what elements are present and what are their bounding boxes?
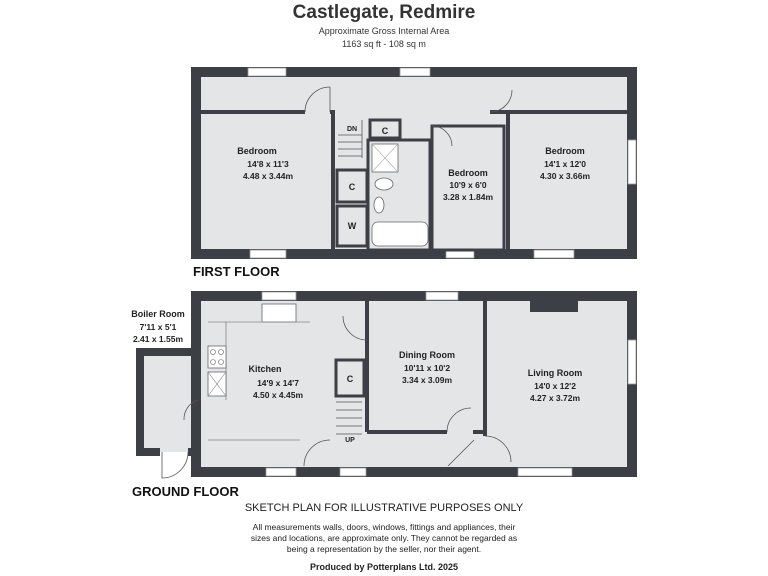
stairs-up-label: UP bbox=[345, 437, 355, 444]
first-floor-stairs bbox=[338, 120, 363, 158]
first-cupboard-label: C bbox=[349, 182, 356, 192]
living-metric: 4.27 x 3.72m bbox=[530, 393, 581, 403]
bedroom1-dims: 14'8 x 11'3 bbox=[247, 159, 289, 169]
boiler-room-door bbox=[161, 451, 189, 479]
disclaimer-line-2: sizes and locations, are approximate onl… bbox=[250, 533, 518, 543]
wardrobe-label: W bbox=[348, 221, 357, 231]
kitchen-dims: 14'9 x 14'7 bbox=[257, 378, 299, 388]
hob bbox=[207, 345, 227, 369]
bathroom-walls bbox=[366, 138, 432, 252]
hall-window bbox=[339, 467, 367, 477]
bedroom3-metric: 4.30 x 3.66m bbox=[540, 171, 591, 181]
boiler-metric: 2.41 x 1.55m bbox=[133, 334, 184, 344]
living-name: Living Room bbox=[528, 368, 583, 378]
ground-floor-area bbox=[196, 296, 632, 472]
floor-plan-drawing: Bedroom 14'8 x 11'3 4.48 x 3.44m Bedroom… bbox=[131, 67, 637, 479]
entrance-door bbox=[447, 439, 475, 467]
kitchen-sink bbox=[261, 303, 297, 323]
kitchen-window-bottom bbox=[265, 467, 297, 477]
kitchen-window bbox=[261, 291, 297, 301]
bedroom3-dims: 14'1 x 12'0 bbox=[544, 159, 586, 169]
ground-cupboard-label: C bbox=[347, 374, 354, 384]
dining-name: Dining Room bbox=[399, 350, 455, 360]
kitchen-metric: 4.50 x 4.45m bbox=[253, 390, 304, 400]
disclaimer-line-1: All measurements walls, doors, windows, … bbox=[252, 522, 516, 532]
bedroom3-name: Bedroom bbox=[545, 146, 585, 156]
disclaimer: All measurements walls, doors, windows, … bbox=[200, 522, 568, 555]
ground-floor-label: GROUND FLOOR bbox=[132, 484, 239, 499]
living-door-swing bbox=[484, 435, 512, 463]
bedroom2-dims: 10'9 x 6'0 bbox=[449, 180, 486, 190]
bedroom2-metric: 3.28 x 1.84m bbox=[443, 192, 494, 202]
ground-floor-plan: Kitchen 14'9 x 14'7 4.50 x 4.45m Dining … bbox=[131, 291, 637, 479]
kitchen-name: Kitchen bbox=[248, 364, 281, 374]
boiler-kitchen-door bbox=[183, 399, 199, 421]
window-right bbox=[627, 139, 637, 185]
window-top-1 bbox=[247, 67, 287, 77]
dining-door-swing bbox=[342, 315, 368, 341]
producer-credit: Produced by Potterplans Ltd. 2025 bbox=[309, 562, 459, 572]
bedroom2-door-swing bbox=[431, 125, 453, 147]
ground-cupboard bbox=[334, 358, 366, 398]
bedroom1-name: Bedroom bbox=[237, 146, 277, 156]
dining-dims: 10'11 x 10'2 bbox=[404, 363, 450, 373]
first-floor-plan: Bedroom 14'8 x 11'3 4.48 x 3.44m Bedroom… bbox=[191, 67, 637, 259]
washbasin bbox=[373, 196, 385, 214]
bedroom1-metric: 4.48 x 3.44m bbox=[243, 171, 294, 181]
area-label: Approximate Gross Internal Area bbox=[318, 26, 450, 36]
bedroom2-name: Bedroom bbox=[448, 168, 488, 178]
bedroom1-door-swing bbox=[304, 86, 331, 113]
dining-window bbox=[425, 291, 459, 301]
boiler-room-area bbox=[140, 352, 198, 452]
hall-door-swing bbox=[446, 407, 472, 433]
dining-metric: 3.34 x 3.09m bbox=[402, 375, 453, 385]
bedroom2-walls bbox=[430, 124, 506, 252]
window-bottom-1 bbox=[249, 249, 287, 259]
living-dims: 14'0 x 12'2 bbox=[534, 381, 576, 391]
ground-floor-stairs bbox=[336, 401, 362, 435]
boiler-dims: 7'11 x 5'1 bbox=[140, 322, 177, 332]
boiler-name: Boiler Room bbox=[131, 309, 185, 319]
area-value: 1163 sq ft - 108 sq m bbox=[342, 39, 426, 49]
bedroom3-door-swing bbox=[489, 89, 513, 113]
front-door-swing bbox=[303, 439, 331, 467]
sketch-notice: SKETCH PLAN FOR ILLUSTRATIVE PURPOSES ON… bbox=[244, 502, 524, 514]
disclaimer-line-3: being a representation by the seller, no… bbox=[286, 544, 482, 554]
living-window-bottom bbox=[517, 467, 573, 477]
bath bbox=[371, 221, 429, 247]
living-window-right bbox=[627, 339, 637, 385]
first-floor-label: FIRST FLOOR bbox=[193, 264, 280, 279]
landing-cupboard-label: C bbox=[382, 126, 389, 136]
window-bottom-3 bbox=[533, 249, 575, 259]
landing-cupboard bbox=[368, 118, 402, 140]
plan-title: Castlegate, Redmire bbox=[292, 2, 476, 23]
toilet bbox=[374, 177, 394, 191]
boiler-room-wall bbox=[136, 348, 198, 456]
stairs-down-label: DN bbox=[347, 126, 357, 133]
chimney-breast bbox=[530, 300, 578, 312]
window-top-2 bbox=[399, 67, 431, 77]
